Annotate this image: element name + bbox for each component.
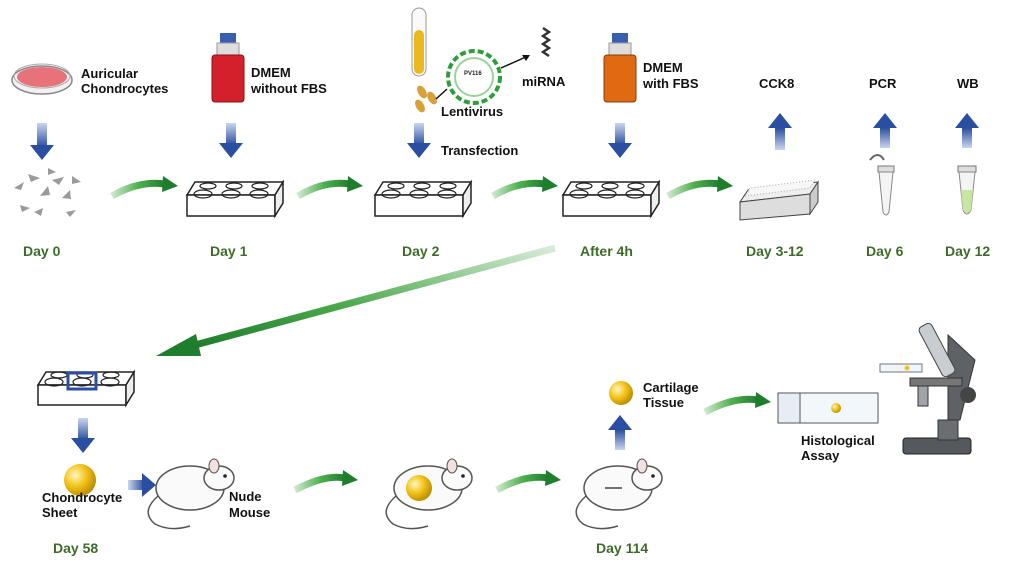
implant-icon [406,475,432,501]
label-wb: WB [957,76,979,91]
day-1: Day 1 [210,243,248,259]
well-plate-after4h [562,181,660,217]
day-2: Day 2 [402,243,440,259]
chondrocyte-sheet-icon [64,464,96,496]
up-arrow-wb [955,113,979,148]
well-plate-day1 [185,179,285,219]
up-arrow-cartilage [608,415,632,450]
label-chondrocytes: Chondrocytes [81,81,169,96]
label-sheet: Sheet [42,505,78,520]
right-arrow-mouse [128,473,156,497]
cells-icon [14,168,81,217]
label-dmem-2: DMEM [643,60,683,75]
day-after-4h: After 4h [580,243,633,259]
label-mouse: Mouse [229,505,271,520]
label-auricular: Auricular [81,66,139,81]
down-arrow-day0 [30,123,54,160]
label-transfection: Transfection [441,143,519,158]
well-plate-day2 [374,181,472,217]
medium-bottle-red-icon [211,33,245,103]
day-0: Day 0 [23,243,61,259]
green-arrow-6 [495,470,561,494]
cartilage-tissue-icon [609,381,633,405]
96-well-plate-icon [738,179,820,221]
green-arrow-5 [293,470,358,494]
label-histological: Histological [801,433,875,448]
day-6: Day 6 [866,243,904,259]
green-arrow-7 [703,392,771,416]
petri-dish-icon [11,63,73,95]
test-tube-icon [411,7,427,77]
label-mirna: miRNA [522,74,566,89]
up-arrow-cck8 [768,113,792,150]
label-cck8: CCK8 [759,76,795,91]
label-cartilage: Cartilage [643,380,699,395]
label-dmem-1: DMEM [251,65,291,80]
plasmid-icon [446,49,502,105]
up-arrow-pcr [873,113,897,148]
label-lentivirus: Lentivirus [441,104,504,119]
down-arrow-sheet [71,418,95,453]
mirna-icon [540,26,552,58]
pcr-tube-icon [869,154,895,216]
plasmid-pointer [435,88,448,100]
day-12: Day 12 [945,243,991,259]
label-plasmid: PV116 [464,71,482,77]
down-arrow-after4h [608,123,632,158]
nude-mouse-icon [147,458,235,530]
green-arrow-3 [491,176,558,200]
label-chondrocyte: Chondrocyte [42,490,123,505]
green-arrow-1 [110,176,178,200]
long-diagonal-arrow [156,244,556,356]
wb-tube-icon [957,165,977,215]
label-nude: Nude [229,489,262,504]
green-arrow-4 [666,176,733,200]
down-arrow-day2 [407,123,431,158]
day-58: Day 58 [53,540,99,556]
mouse-harvest-icon [575,458,663,530]
well-plate-row2 [36,369,136,408]
label-tissue: Tissue [643,395,684,410]
mirna-pointer [500,55,529,69]
label-pcr: PCR [869,76,897,91]
label-with-fbs: with FBS [643,76,699,91]
lentivirus-particles-icon [415,85,437,113]
medium-bottle-orange-icon [603,33,637,103]
day-114: Day 114 [596,540,649,556]
down-arrow-day1 [219,123,243,158]
microscope-icon [879,322,976,455]
day-3-12: Day 3-12 [746,243,804,259]
mirna-pointer-head [522,55,530,61]
label-without-fbs: without FBS [251,81,327,96]
label-assay: Assay [801,448,840,463]
green-arrow-2 [296,176,363,200]
histology-slide-icon [777,392,879,424]
